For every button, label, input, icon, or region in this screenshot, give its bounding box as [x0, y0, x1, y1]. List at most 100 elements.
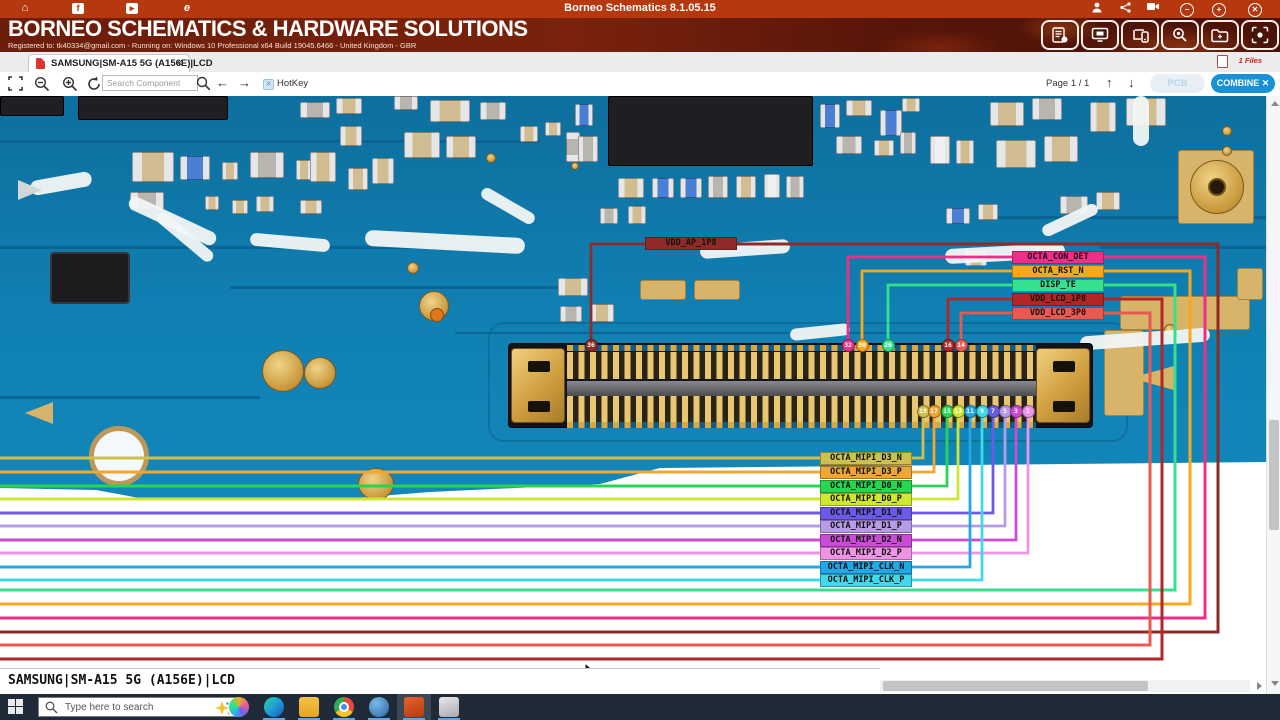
page-down-arrow[interactable]: ↓ — [1128, 75, 1135, 90]
smd-component — [996, 140, 1036, 168]
net-label[interactable]: OCTA_MIPI_D1_N — [820, 507, 912, 520]
smd-component — [560, 306, 582, 322]
home-icon[interactable]: ⌂ — [21, 2, 29, 14]
net-label[interactable]: OCTA_CON_DET — [1012, 251, 1104, 264]
search-gear-icon[interactable] — [1161, 20, 1199, 50]
pin-number[interactable]: 9 — [975, 404, 989, 418]
explorer-folder-taskbar-button[interactable] — [292, 694, 326, 720]
borneo-app-taskbar-button[interactable] — [397, 694, 431, 720]
pcb-button[interactable]: PCB — [1150, 74, 1205, 93]
smd-component — [930, 136, 950, 164]
board-hole — [89, 426, 149, 486]
copilot-taskbar-button[interactable] — [222, 694, 256, 720]
pin-number[interactable]: 30 — [855, 338, 869, 352]
close-icon[interactable]: ✕ — [1248, 3, 1262, 17]
pin-number[interactable]: 11 — [963, 404, 977, 418]
net-label[interactable]: OCTA_RST_N — [1012, 265, 1104, 278]
smd-component — [836, 136, 862, 154]
hotkey-icon[interactable]: ✕ — [263, 79, 274, 90]
hotkey-label[interactable]: HotKey — [277, 78, 309, 89]
pin-number[interactable]: 32 — [841, 338, 855, 352]
smd-component — [956, 140, 974, 164]
forward-arrow[interactable]: → — [238, 75, 251, 90]
pin-number[interactable]: 26 — [881, 338, 895, 352]
vertical-scrollbar[interactable] — [1266, 96, 1280, 694]
smd-component — [430, 100, 470, 122]
start-button[interactable] — [8, 699, 24, 715]
net-label[interactable]: VDD_LCD_3P0 — [1012, 307, 1104, 320]
chrome-taskbar-button[interactable] — [327, 694, 361, 720]
net-label[interactable]: OCTA_MIPI_D2_N — [820, 534, 912, 547]
scroll-up-arrow[interactable] — [1271, 101, 1279, 106]
search-component-input[interactable] — [102, 75, 198, 91]
pin-number[interactable]: 16 — [941, 338, 955, 352]
pin-number[interactable]: 1 — [1021, 404, 1035, 418]
smd-component — [786, 176, 804, 198]
pin-number[interactable]: 17 — [927, 404, 941, 418]
net-label[interactable]: OCTA_MIPI_D3_P — [820, 466, 912, 479]
zoom-in-icon[interactable] — [62, 76, 78, 97]
smd-component — [222, 162, 238, 180]
smd-component — [736, 176, 756, 198]
vertical-scroll-thumb[interactable] — [1269, 420, 1279, 530]
tab-close-icon[interactable]: ✕ — [175, 58, 183, 68]
net-label[interactable]: OCTA_MIPI_CLK_N — [820, 561, 912, 574]
running-indicator — [333, 718, 355, 720]
taskbar-search[interactable]: Type here to search — [38, 697, 240, 717]
borneo-app-icon — [404, 697, 424, 717]
net-label[interactable]: OCTA_MIPI_D0_N — [820, 480, 912, 493]
back-arrow[interactable]: ← — [216, 75, 229, 90]
horizontal-scrollbar[interactable] — [850, 680, 1262, 692]
net-label[interactable]: OCTA_MIPI_D0_P — [820, 493, 912, 506]
pdf-icon — [36, 58, 45, 69]
net-label[interactable]: VDD_AP_1P8 — [645, 237, 737, 250]
fit-screen-icon[interactable] — [8, 76, 23, 96]
net-label[interactable]: OCTA_MIPI_CLK_P — [820, 574, 912, 587]
scroll-down-arrow[interactable] — [1271, 681, 1279, 686]
share-icon[interactable] — [1118, 2, 1132, 15]
video-icon[interactable] — [1146, 2, 1160, 15]
edge-taskbar-button[interactable] — [257, 694, 291, 720]
net-label[interactable]: OCTA_MIPI_D3_N — [820, 452, 912, 465]
tab-document[interactable]: SAMSUNG|SM-A15 5G (A156E)|LCD ✕ — [28, 54, 213, 73]
pin-number[interactable]: 13 — [951, 404, 965, 418]
smd-component — [394, 96, 418, 110]
tab-strip: SAMSUNG|SM-A15 5G (A156E)|LCD ✕ 1 Files — [0, 52, 1280, 73]
page-up-arrow[interactable]: ↑ — [1106, 75, 1113, 90]
net-label[interactable]: OCTA_MIPI_D1_P — [820, 520, 912, 533]
scroll-right-arrow[interactable] — [1257, 682, 1262, 690]
smd-component — [336, 98, 362, 114]
running-indicator — [438, 718, 460, 720]
notes-app-taskbar-button[interactable] — [432, 694, 466, 720]
search-icon[interactable] — [196, 76, 211, 96]
pin-number[interactable]: 36 — [584, 338, 598, 352]
mouse-cursor — [584, 662, 592, 668]
combine-button[interactable]: COMBINE ✕ — [1211, 74, 1275, 93]
news-icon[interactable] — [1041, 20, 1079, 50]
refresh-icon[interactable] — [86, 76, 102, 97]
explorer-icon[interactable]: e — [183, 2, 191, 14]
minimize-icon[interactable]: − — [1180, 3, 1194, 17]
net-label[interactable]: DISP_TE — [1012, 279, 1104, 292]
monitor-icon[interactable] — [1081, 20, 1119, 50]
horizontal-scroll-thumb[interactable] — [883, 681, 1148, 691]
smd-component — [310, 152, 336, 182]
maximize-icon[interactable]: + — [1212, 3, 1226, 17]
pin-number[interactable]: 14 — [954, 338, 968, 352]
facebook-icon[interactable]: f — [72, 3, 84, 14]
zoom-out-icon[interactable] — [34, 76, 50, 97]
blue-app-taskbar-button[interactable] — [362, 694, 396, 720]
brand-title: BORNEO SCHEMATICS & HARDWARE SOLUTIONS — [8, 16, 528, 41]
user-icon[interactable] — [1090, 2, 1104, 15]
devices-icon[interactable] — [1121, 20, 1159, 50]
folder-icon[interactable] — [1201, 20, 1239, 50]
youtube-icon[interactable]: ▸ — [126, 3, 138, 14]
copilot-icon — [229, 697, 249, 717]
pin-number[interactable]: 5 — [998, 404, 1012, 418]
net-label[interactable]: VDD_LCD_1P8 — [1012, 293, 1104, 306]
pin-number[interactable]: 3 — [1009, 404, 1023, 418]
schematic-canvas[interactable]: VDD_AP_1P8 36 OCTA_CON_DET 32 OCTA_RST_N 30 DI… — [0, 96, 1266, 668]
net-label[interactable]: OCTA_MIPI_D2_P — [820, 547, 912, 560]
scan-icon[interactable] — [1241, 20, 1279, 50]
smd-component — [205, 196, 219, 210]
